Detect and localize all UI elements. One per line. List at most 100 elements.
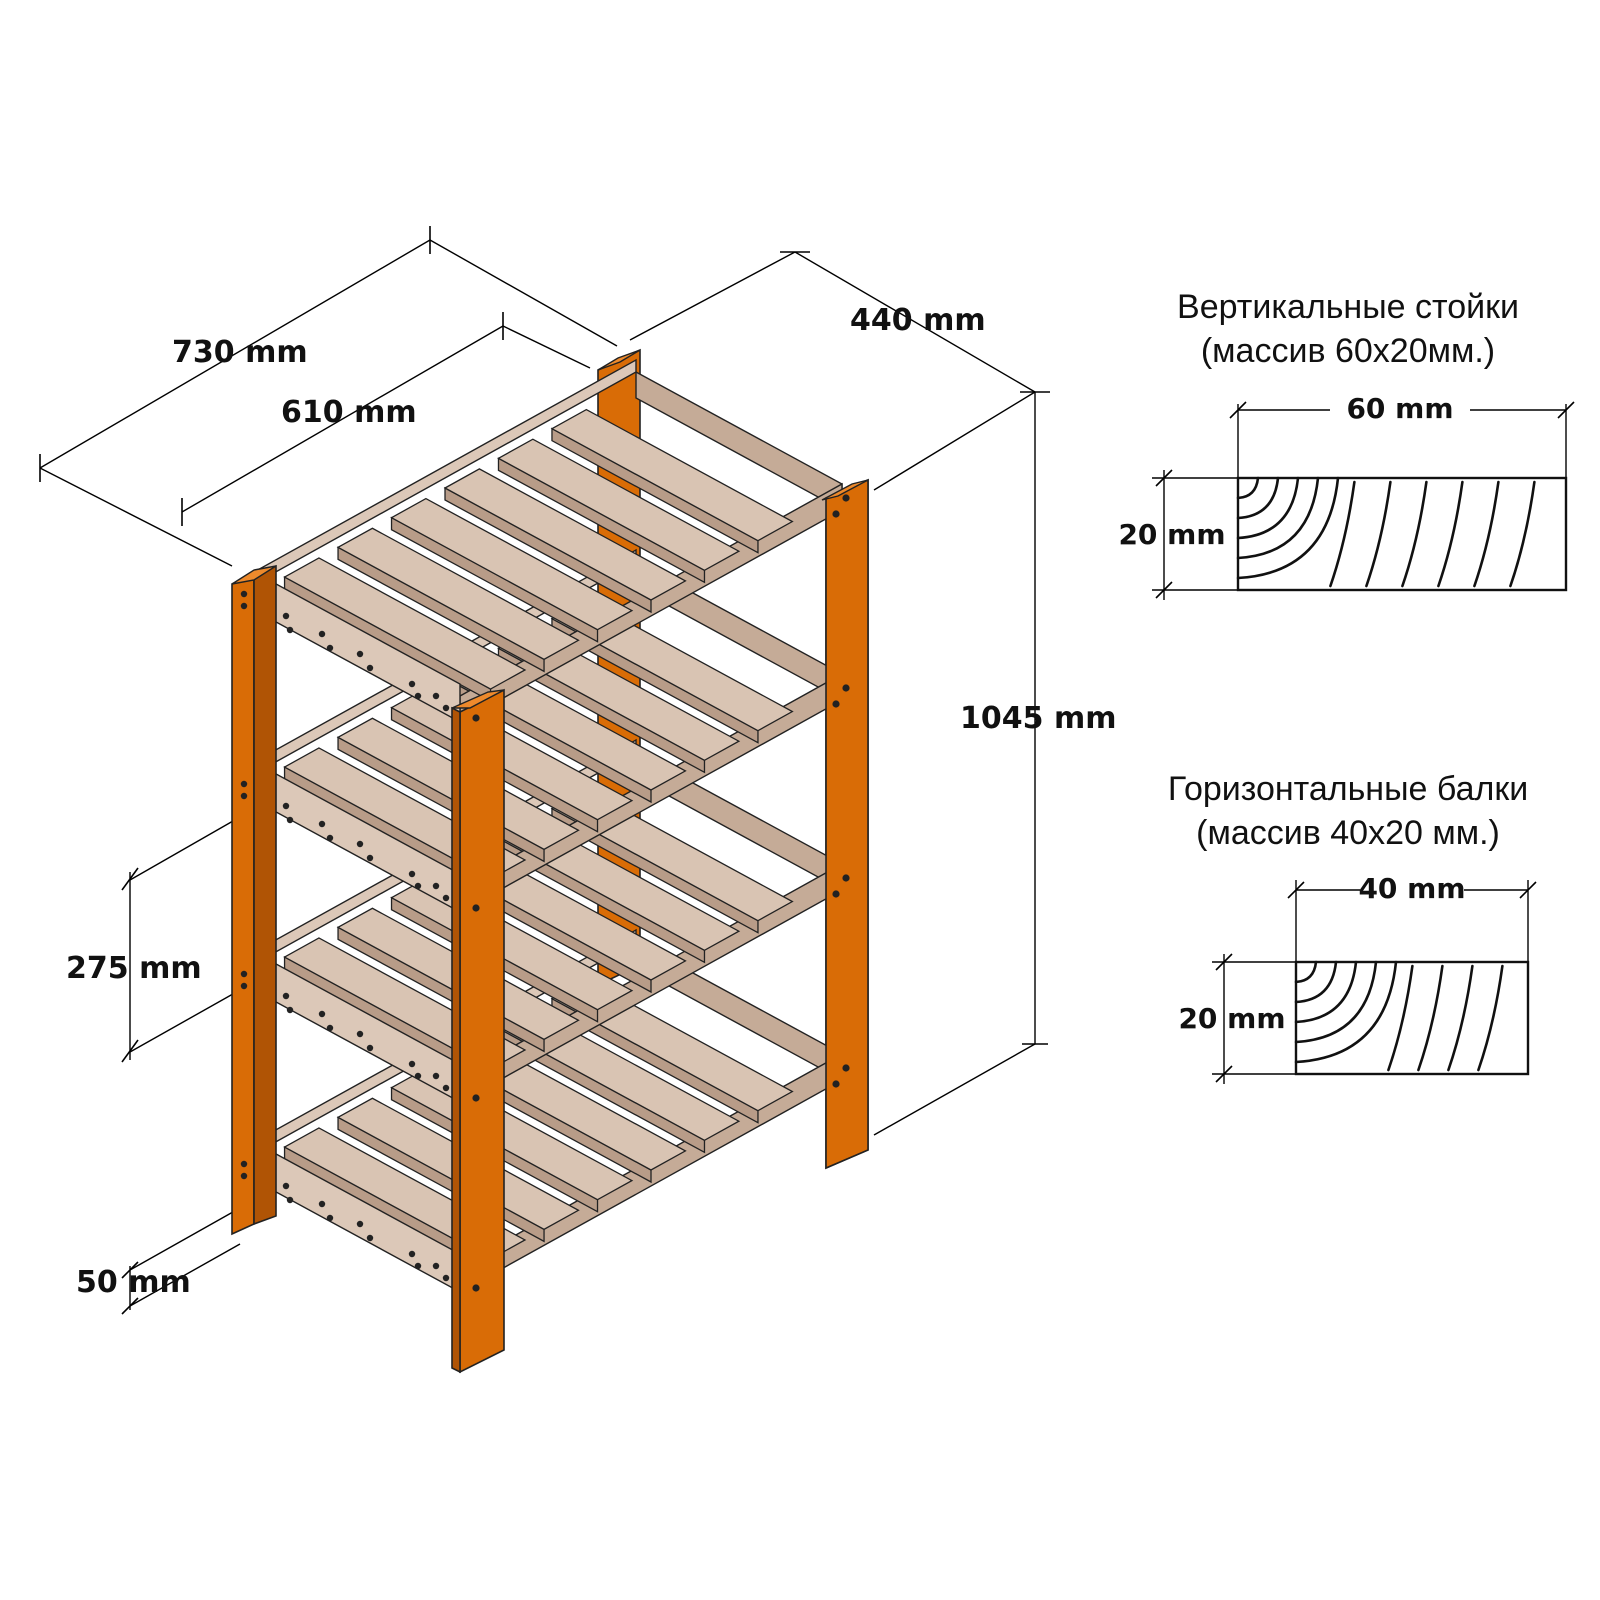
right-post-front xyxy=(821,478,869,1170)
bolt xyxy=(442,894,450,902)
grain-arc xyxy=(1236,476,1300,540)
front-left-post xyxy=(231,564,277,1236)
bolt xyxy=(356,650,364,658)
shelf-unit xyxy=(231,348,869,1374)
shelf-slat xyxy=(390,497,634,631)
grain-streak xyxy=(1509,480,1536,588)
bolt xyxy=(366,664,374,672)
bolt xyxy=(356,840,364,848)
grain-streak xyxy=(1417,964,1444,1072)
bolt xyxy=(432,692,440,700)
bolt xyxy=(408,680,416,688)
shelf-slat xyxy=(443,468,687,601)
post-section-rect xyxy=(1236,476,1568,592)
bolt xyxy=(472,1094,480,1102)
grain-streak xyxy=(1477,964,1504,1072)
bolt xyxy=(366,854,374,862)
bolt xyxy=(414,1072,422,1080)
posts-caption-line2: (массив 60х20мм.) xyxy=(1201,332,1495,370)
bolt xyxy=(442,1084,450,1092)
grain-arc xyxy=(1236,476,1260,500)
grain-streak xyxy=(1447,964,1474,1072)
bolt xyxy=(282,612,290,620)
beams-cross-section: Горизонтальные балки (массив 40х20 мм.) … xyxy=(1168,770,1537,1084)
posts-caption-line1: Вертикальные стойки xyxy=(1177,288,1519,326)
posts-height-label: 20 mm xyxy=(1118,518,1225,551)
bolt xyxy=(318,1010,326,1018)
dim-610-label: 610 mm xyxy=(281,395,417,430)
bolt xyxy=(326,1214,334,1222)
bolt xyxy=(282,802,290,810)
bolt xyxy=(282,992,290,1000)
shelf-1 xyxy=(239,358,843,724)
bolt xyxy=(442,1274,450,1282)
bolt xyxy=(356,1220,364,1228)
bolt xyxy=(286,816,294,824)
bolt xyxy=(472,1284,480,1292)
bolt xyxy=(442,704,450,712)
bolt xyxy=(326,1024,334,1032)
bolts xyxy=(240,494,850,1292)
grain-arc xyxy=(1294,960,1358,1024)
grain-arc xyxy=(1294,960,1318,984)
bolt xyxy=(408,870,416,878)
bolt xyxy=(472,714,480,722)
bolt xyxy=(408,1060,416,1068)
bolt xyxy=(414,692,422,700)
bolt xyxy=(432,1072,440,1080)
bolt xyxy=(832,1080,840,1088)
bolt xyxy=(842,494,850,502)
bolt xyxy=(318,1200,326,1208)
grain-arc xyxy=(1236,476,1320,560)
bolt xyxy=(366,1044,374,1052)
grain-arc xyxy=(1236,476,1280,520)
front-right-post xyxy=(451,688,505,1374)
posts-cross-section: Вертикальные стойки (массив 60х20мм.) 60… xyxy=(1118,288,1575,600)
bolt xyxy=(240,970,248,978)
bolt xyxy=(240,780,248,788)
bolt xyxy=(240,982,248,990)
dim-730-label: 730 mm xyxy=(172,335,308,370)
bolt xyxy=(240,590,248,598)
bolt xyxy=(356,1030,364,1038)
bolt xyxy=(240,1172,248,1180)
bolt xyxy=(240,1160,248,1168)
posts-width-label: 60 mm xyxy=(1346,392,1453,425)
grain-streak xyxy=(1365,480,1392,588)
dim-275-label: 275 mm xyxy=(66,951,202,986)
shelf-slat xyxy=(336,527,580,661)
grain-streak xyxy=(1387,964,1414,1072)
dim-1045-label: 1045 mm xyxy=(960,701,1116,736)
grain-streak xyxy=(1401,480,1428,588)
bolt xyxy=(282,1182,290,1190)
dim-440-label: 440 mm xyxy=(850,303,986,338)
grain-streak xyxy=(1473,480,1500,588)
bolt xyxy=(414,882,422,890)
shelf-slat xyxy=(283,557,527,690)
grain-arc xyxy=(1294,960,1338,1004)
shelf-4 xyxy=(239,928,843,1294)
bolt xyxy=(240,602,248,610)
beams-caption-line1: Горизонтальные балки xyxy=(1168,770,1528,808)
dimension-lines xyxy=(39,226,1050,1315)
bolt xyxy=(432,1262,440,1270)
bolt xyxy=(842,684,850,692)
bolt xyxy=(408,1250,416,1258)
dim-50-label: 50 mm xyxy=(76,1265,191,1300)
beams-caption-line2: (массив 40х20 мм.) xyxy=(1196,814,1500,852)
grain-streak xyxy=(1437,480,1464,588)
bolt xyxy=(832,890,840,898)
shelves xyxy=(239,358,843,1294)
bolt xyxy=(318,630,326,638)
grain-streak xyxy=(1329,480,1356,588)
beams-height-label: 20 mm xyxy=(1178,1002,1285,1035)
bolt xyxy=(414,1262,422,1270)
shelf-slat xyxy=(497,438,741,572)
bolt xyxy=(286,1196,294,1204)
bolt xyxy=(842,1064,850,1072)
shelf-slat xyxy=(550,408,794,542)
beams-width-label: 40 mm xyxy=(1358,872,1465,905)
bolt xyxy=(432,882,440,890)
bolt xyxy=(326,834,334,842)
